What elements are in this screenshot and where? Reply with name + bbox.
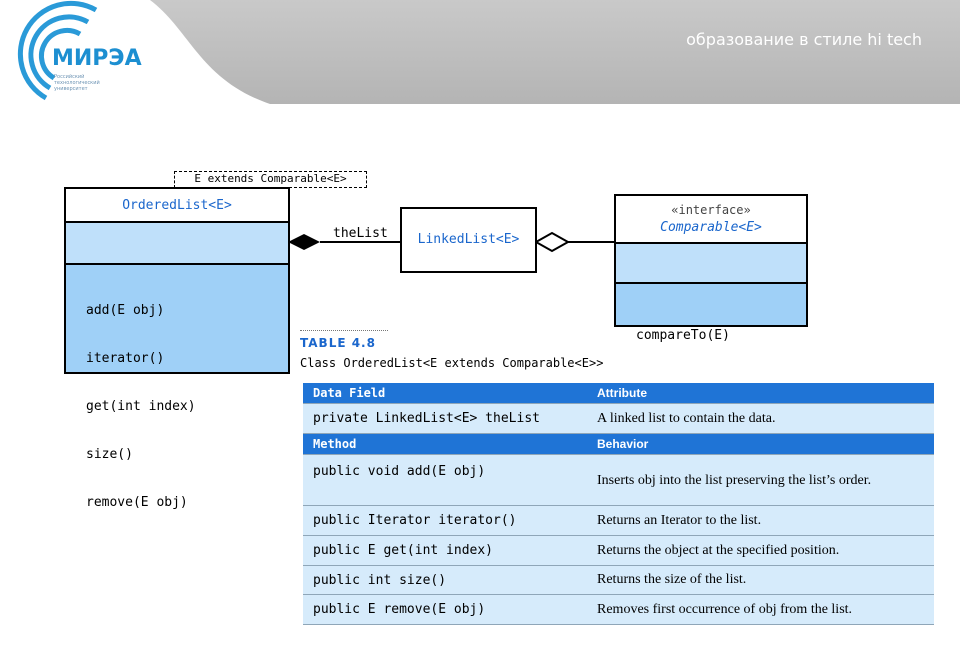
table-header-cell: Data Field xyxy=(303,383,587,404)
linked-list-class: LinkedList<E> xyxy=(400,207,537,273)
logo-emblem-icon xyxy=(17,0,98,101)
ordered-list-name-section: OrderedList<E> xyxy=(66,189,288,223)
table-header-cell: Attribute xyxy=(587,383,934,404)
comparable-method: compareTo(E) xyxy=(636,328,730,343)
table-cell-description: Returns the size of the list. xyxy=(587,565,934,595)
header-slogan: образование в стиле hi tech xyxy=(686,30,922,49)
logo-subtitle-line: Российский xyxy=(54,74,85,80)
table-cell-signature: public E remove(E obj) xyxy=(303,594,587,625)
table-title: Class OrderedList<E extends Comparable<E… xyxy=(300,356,604,370)
table-cell-signature: public E get(int index) xyxy=(303,535,587,566)
logo-subtitle-line: университет xyxy=(54,86,88,92)
table-cell-description: Inserts obj into the list preserving the… xyxy=(587,454,934,506)
ordered-list-methods-section: add(E obj) iterator() get(int index) siz… xyxy=(66,265,288,510)
interface-stereotype: «interface» xyxy=(671,203,751,217)
ordered-list-name: OrderedList<E> xyxy=(122,198,232,213)
table-row: public E remove(E obj) Removes first occ… xyxy=(303,594,934,625)
comparable-attributes-section xyxy=(616,244,806,284)
table-row: public void add(E obj) Inserts obj into … xyxy=(303,454,934,506)
ordered-list-method: iterator() xyxy=(86,351,165,366)
table-row: public Iterator iterator() Returns an It… xyxy=(303,505,934,536)
table-cell-signature: public void add(E obj) xyxy=(303,454,587,506)
ordered-list-method: get(int index) xyxy=(86,399,196,414)
table-cell-signature: public int size() xyxy=(303,565,587,595)
logo-subtitle: Российский технологический университет xyxy=(54,74,134,92)
ordered-list-method: size() xyxy=(86,447,133,462)
comparable-name-section: «interface» Comparable<E> xyxy=(616,196,806,244)
ordered-list-class: OrderedList<E> add(E obj) iterator() get… xyxy=(64,187,290,510)
table-row: private LinkedList<E> theList A linked l… xyxy=(303,403,934,434)
association-label: theList xyxy=(333,226,388,241)
comparable-methods-section: compareTo(E) xyxy=(616,284,806,343)
comparable-name: Comparable<E> xyxy=(660,220,762,235)
header-white-wave xyxy=(0,0,270,104)
class-table: Data Field Attribute private LinkedList<… xyxy=(303,383,934,625)
table-caption-rule xyxy=(300,330,388,331)
table-header-cell: Method xyxy=(303,433,587,455)
table-cell-signature: public Iterator iterator() xyxy=(303,505,587,536)
composition-diamond-icon xyxy=(288,234,320,250)
logo-name: МИРЭА xyxy=(52,46,142,71)
table-header-row: Data Field Attribute xyxy=(303,383,934,404)
aggregation-diamond-icon xyxy=(533,231,571,253)
table-header-cell: Behavior xyxy=(587,433,934,455)
linked-list-name: LinkedList<E> xyxy=(417,232,520,247)
logo-subtitle-line: технологический xyxy=(54,80,100,86)
table-cell-description: Returns the object at the specified posi… xyxy=(587,535,934,566)
template-parameter-box: E extends Comparable<E> xyxy=(174,171,367,188)
table-label: TABLE 4.8 xyxy=(300,336,376,350)
template-parameter-text: E extends Comparable<E> xyxy=(194,172,347,185)
header-bar: образование в стиле hi tech МИРЭА Россий… xyxy=(0,0,960,104)
ordered-list-method: remove(E obj) xyxy=(86,495,188,510)
table-cell-description: Returns an Iterator to the list. xyxy=(587,505,934,536)
table-cell-description: Removes first occurrence of obj from the… xyxy=(587,594,934,625)
ordered-list-method: add(E obj) xyxy=(86,303,165,318)
table-cell-description: A linked list to contain the data. xyxy=(587,403,934,434)
table-cell-signature: private LinkedList<E> theList xyxy=(303,403,587,434)
table-header-row: Method Behavior xyxy=(303,433,934,455)
table-row: public int size() Returns the size of th… xyxy=(303,565,934,595)
ordered-list-attributes-section xyxy=(66,223,288,265)
table-row: public E get(int index) Returns the obje… xyxy=(303,535,934,566)
comparable-interface: «interface» Comparable<E> compareTo(E) xyxy=(614,194,808,343)
